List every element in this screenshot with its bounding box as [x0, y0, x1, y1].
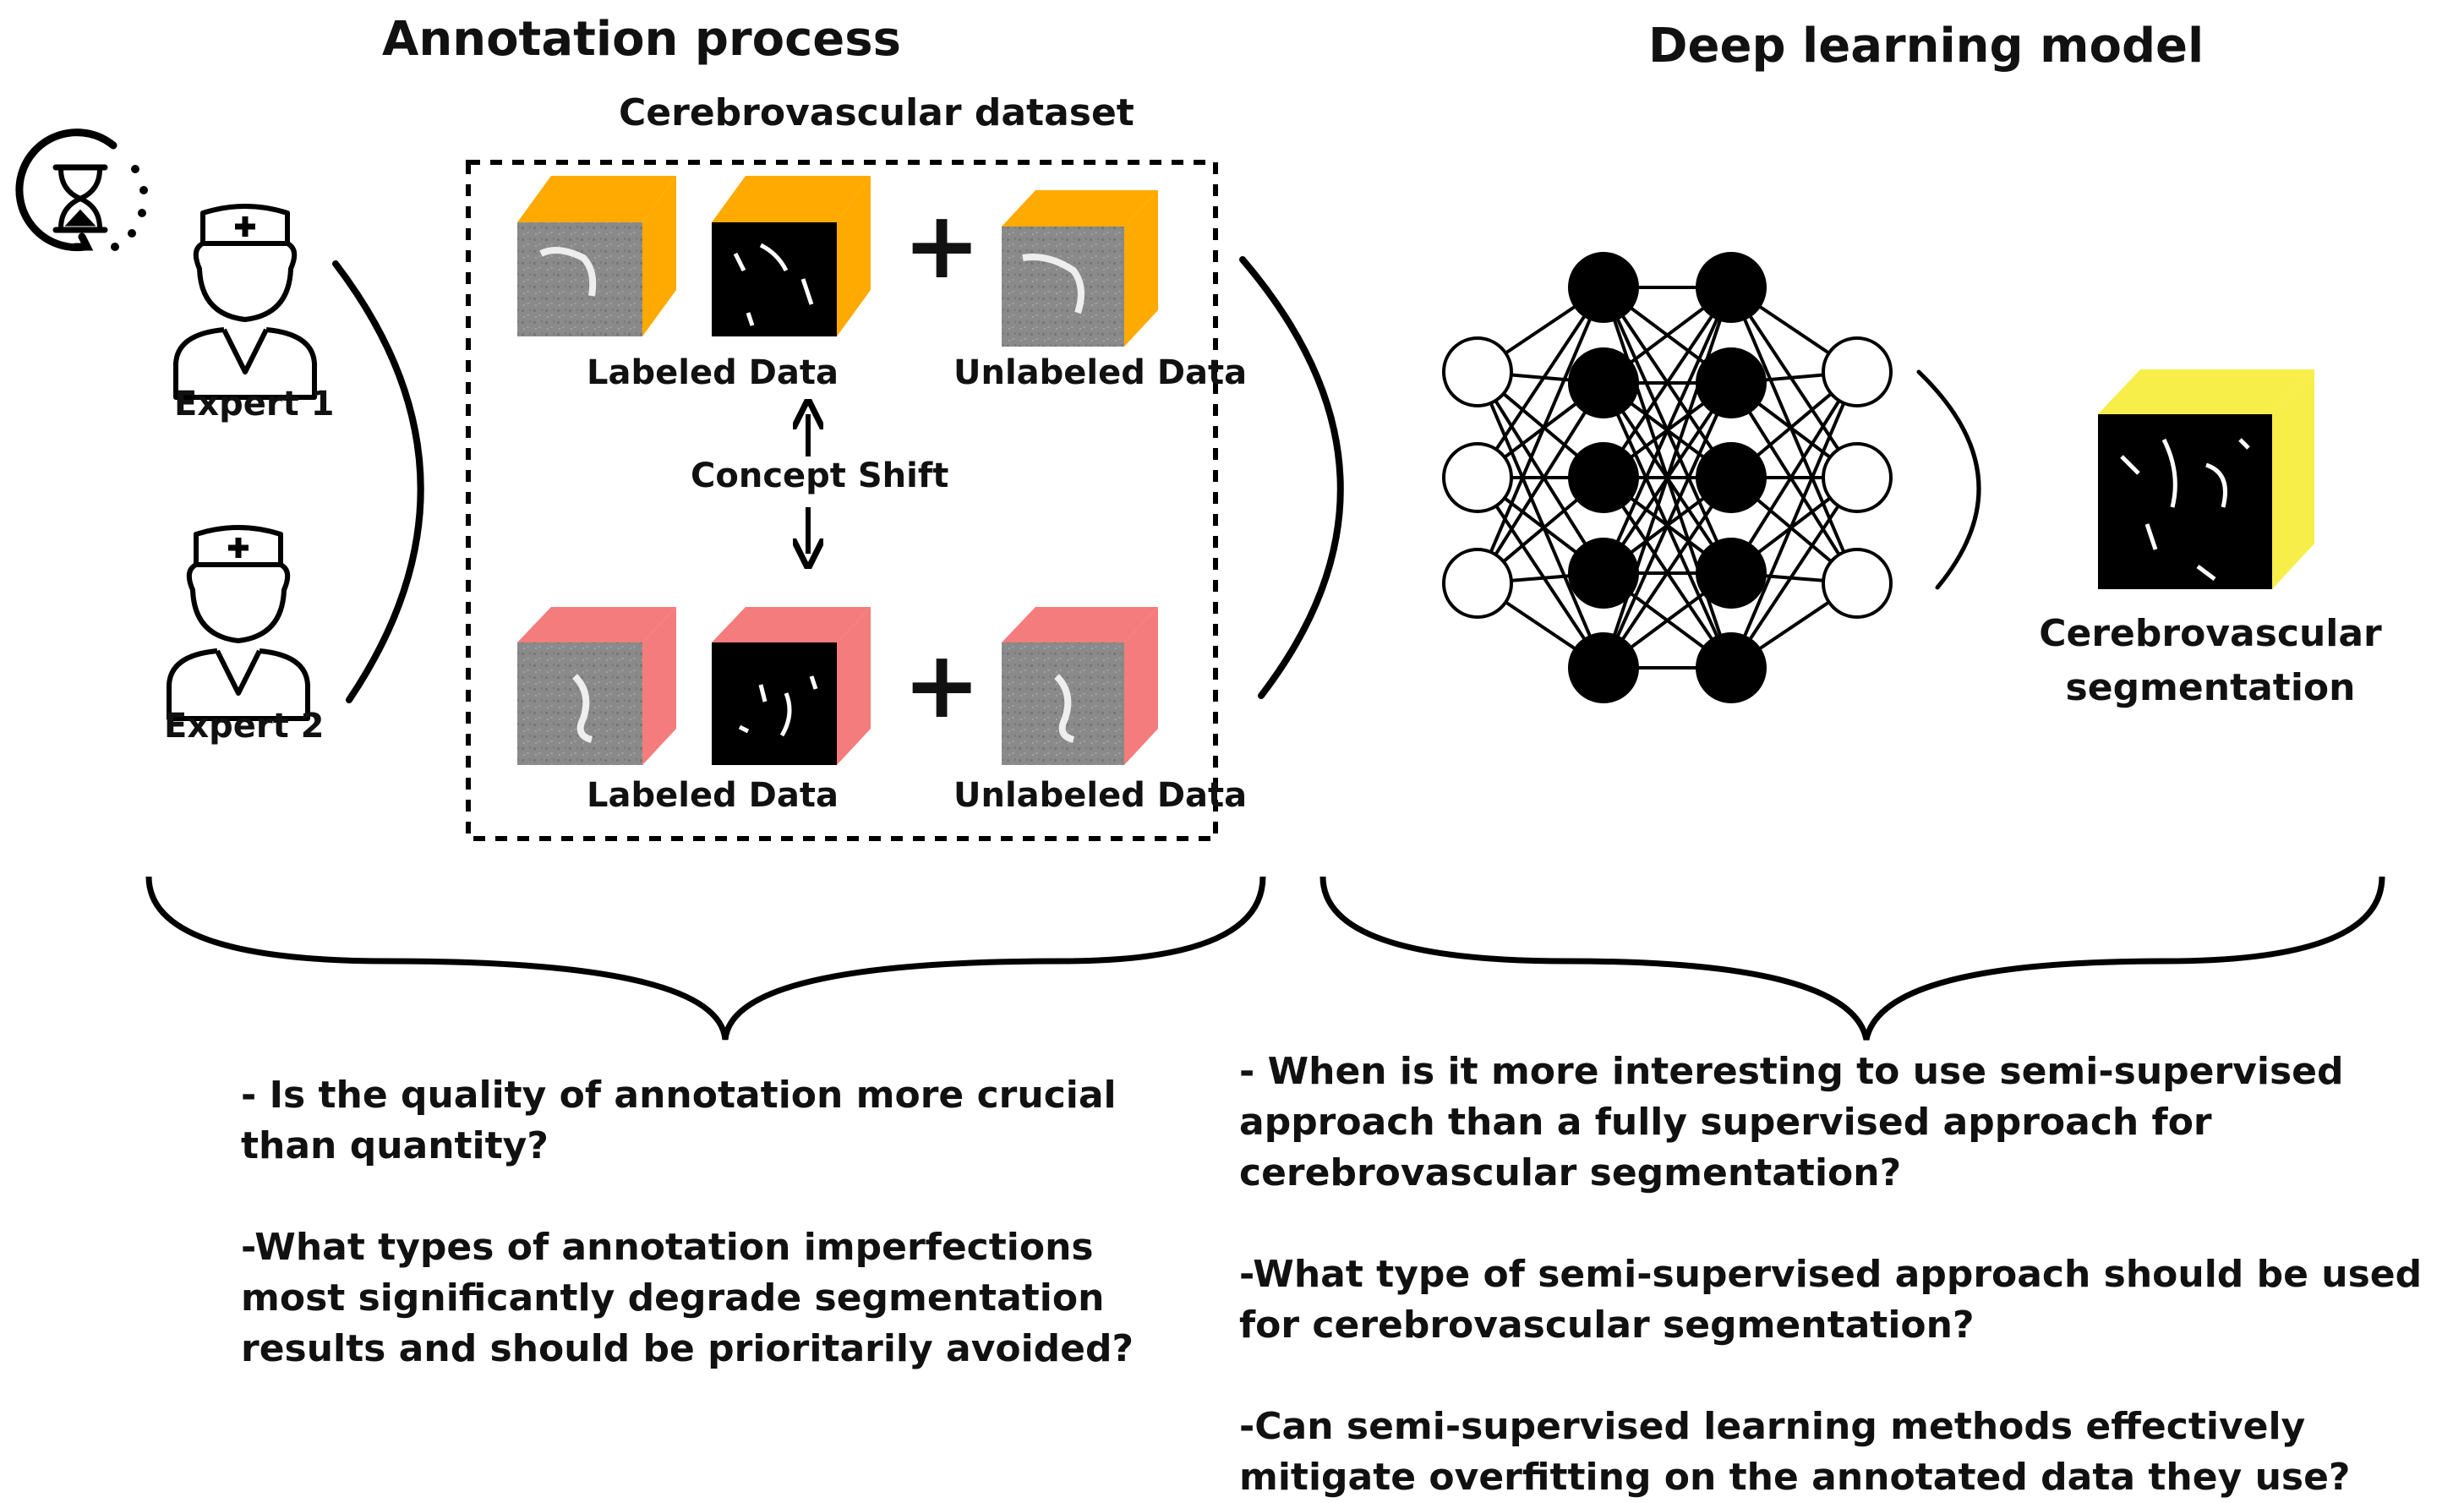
network-edge	[1729, 287, 1859, 584]
unlabeled-data-label: Unlabeled Data	[953, 776, 1248, 815]
right-brace	[1319, 876, 2385, 1041]
labeled-image-cube	[517, 607, 676, 765]
labeled-mask-cube	[712, 607, 871, 765]
dataset-title: Cerebrovascular dataset	[619, 91, 1134, 134]
input-node	[1442, 442, 1513, 513]
hidden-node	[1696, 347, 1767, 418]
segmentation-label-line-2: segmentation	[2065, 666, 2356, 709]
question-block-left: - Is the quality of annotation more cruc…	[241, 1070, 1145, 1375]
network-edge	[1602, 382, 1733, 669]
labeled-data-label: Labeled Data	[587, 353, 839, 392]
annotation-title: Annotation process	[382, 12, 901, 67]
input-node	[1442, 548, 1513, 619]
hidden-node	[1696, 252, 1767, 323]
network-edge	[1476, 476, 1605, 670]
doctor-icon	[167, 525, 310, 721]
doctor-icon	[173, 204, 317, 400]
hidden-node	[1696, 442, 1767, 513]
question-right-3: -Can semi-supervised learning methods ef…	[1239, 1405, 2351, 1499]
unlabeled-image-cube	[1002, 607, 1158, 765]
hidden-node	[1568, 347, 1639, 418]
output-node	[1822, 442, 1893, 513]
network-edge	[1476, 381, 1605, 585]
network-edge	[1476, 287, 1605, 584]
unlabeled-image-cube	[1002, 190, 1158, 347]
model-title: Deep learning model	[1648, 19, 2204, 74]
network-edge	[1729, 476, 1859, 670]
plus-sign: +	[903, 191, 981, 299]
hidden-node	[1568, 442, 1639, 513]
network-edge	[1729, 381, 1859, 585]
network-edge	[1602, 286, 1733, 479]
network-edge	[1729, 371, 1859, 669]
network-edge	[1476, 371, 1605, 669]
hidden-node	[1696, 538, 1767, 609]
question-left-2: -What types of annotation imperfections …	[241, 1226, 1134, 1370]
hidden-node	[1568, 538, 1639, 609]
middle-parenthesis	[1239, 256, 1344, 699]
network-edge	[1729, 370, 1859, 575]
network-edge	[1602, 476, 1733, 670]
question-left-1: - Is the quality of annotation more cruc…	[241, 1074, 1117, 1167]
hidden-node	[1696, 632, 1767, 703]
question-right-2: -What type of semi-supervised approach s…	[1239, 1253, 2423, 1347]
labeled-data-label: Labeled Data	[587, 776, 839, 815]
output-parenthesis	[1916, 369, 1981, 590]
concept-shift-label: Concept Shift	[691, 456, 949, 495]
unlabeled-data-label: Unlabeled Data	[953, 353, 1248, 392]
question-block-right: - When is it more interesting to use sem…	[1239, 1047, 2456, 1503]
hourglass-timer-icon	[15, 128, 148, 252]
output-node	[1822, 336, 1893, 407]
network-edge	[1602, 287, 1733, 574]
segmentation-label: Cerebrovascular segmentation	[2012, 607, 2409, 715]
question-right-1: - When is it more interesting to use sem…	[1239, 1050, 2344, 1194]
labeled-mask-cube	[712, 176, 871, 336]
plus-sign: +	[903, 631, 981, 739]
network-edge	[1476, 286, 1605, 479]
hidden-node	[1568, 252, 1639, 323]
network-edge	[1476, 370, 1605, 575]
neural-network	[1442, 252, 1893, 703]
left-brace	[145, 876, 1266, 1041]
segmentation-output-cube	[2098, 369, 2314, 589]
segmentation-label-line-1: Cerebrovascular	[2039, 612, 2382, 655]
input-node	[1442, 336, 1513, 407]
hidden-node	[1568, 632, 1639, 703]
labeled-image-cube	[517, 176, 676, 336]
left-parenthesis	[332, 260, 424, 703]
expert-2-label: Expert 2	[164, 707, 325, 746]
network-edge	[1729, 286, 1859, 479]
network-edge	[1602, 287, 1733, 669]
output-node	[1822, 548, 1893, 619]
expert-1-label: Expert 1	[174, 385, 335, 424]
dataset-box	[466, 160, 1218, 841]
